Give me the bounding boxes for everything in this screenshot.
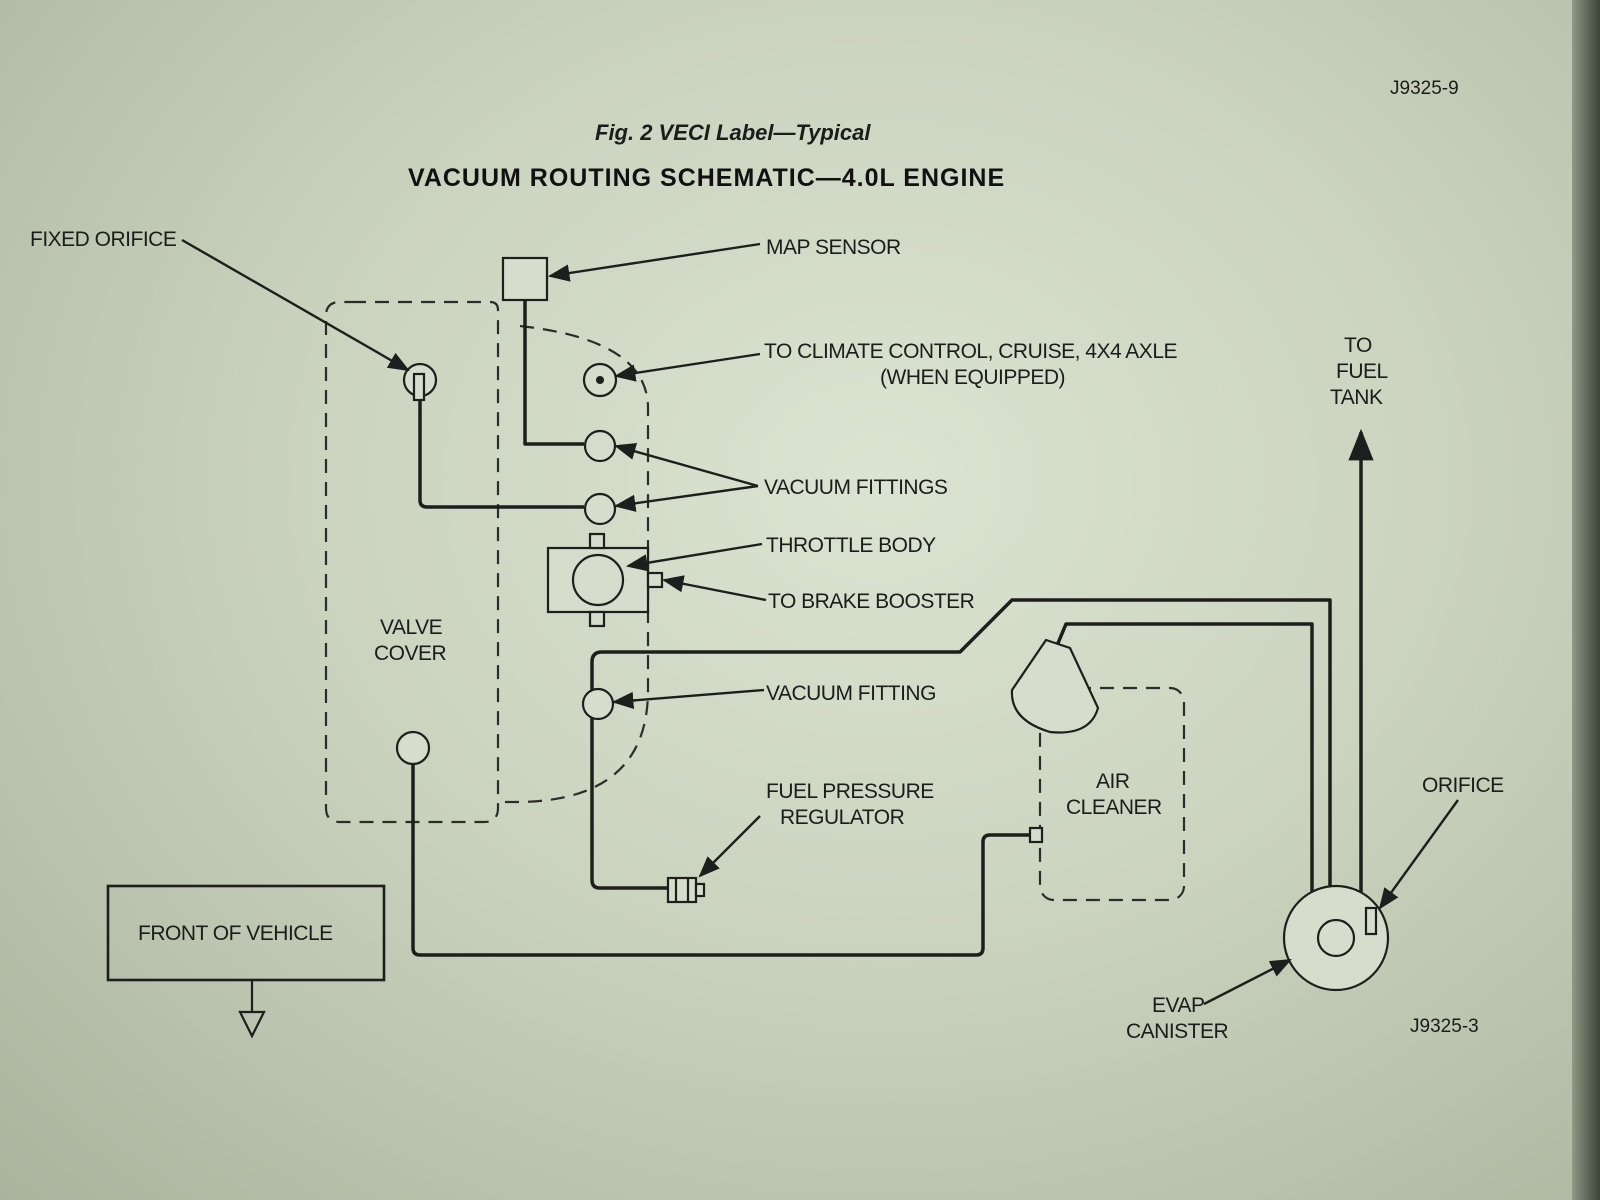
front-arrow-icon [238, 1010, 266, 1039]
vacuum-fitting-upper [583, 429, 617, 463]
air-cleaner-inlet [1010, 638, 1100, 734]
fixed-orifice [412, 372, 426, 402]
label-to-fuel-tank-1: TO [1344, 334, 1372, 357]
leader-evap-canister [1203, 958, 1292, 1006]
throttle-body-bottom-port [588, 610, 606, 628]
leader-map-sensor [547, 242, 761, 282]
leader-throttle-body [625, 542, 763, 572]
label-valve-cover-2: COVER [374, 642, 447, 665]
label-fuel-pressure-1: FUEL PRESSURE [766, 780, 934, 803]
figure-ref-top: J9325-9 [1390, 78, 1459, 99]
leader-climate-control [613, 352, 761, 382]
orifice-to-fitting-hose [418, 396, 584, 509]
page-edge-shadow [1572, 0, 1600, 1200]
leader-orifice [1378, 799, 1459, 910]
leader-fuel-pressure-regulator [698, 815, 761, 878]
label-climate-control: TO CLIMATE CONTROL, CRUISE, 4X4 AXLE [764, 340, 1177, 363]
label-fuel-pressure-2: REGULATOR [780, 806, 905, 829]
front-of-vehicle-box [106, 884, 386, 982]
valve-cover-fitting [395, 730, 431, 766]
label-throttle-body: THROTTLE BODY [766, 534, 936, 557]
leader-brake-booster [661, 575, 767, 602]
label-map-sensor: MAP SENSOR [766, 236, 901, 259]
valve-cover-to-air-cleaner-hose [411, 764, 1036, 957]
intake-plenum-outline [500, 324, 650, 804]
label-fixed-orifice: FIXED ORIFICE [30, 228, 177, 251]
label-brake-booster: TO BRAKE BOOSTER [768, 590, 975, 613]
air-cleaner-port [1028, 826, 1044, 844]
climate-control-port [596, 376, 604, 384]
leader-fixed-orifice [181, 238, 410, 372]
label-valve-cover-1: VALVE [380, 616, 443, 639]
label-when-equipped: (WHEN EQUIPPED) [880, 366, 1065, 389]
map-sensor [501, 256, 549, 302]
air-cleaner-purge-hose [1054, 622, 1314, 900]
fuel-pressure-regulator [666, 876, 698, 904]
figure-caption: Fig. 2 VECI Label—Typical [595, 120, 871, 145]
fuel-regulator-hose [590, 598, 1332, 900]
schematic-title: VACUUM ROUTING SCHEMATIC—4.0L ENGINE [408, 164, 1005, 192]
map-sensor-hose [523, 300, 584, 446]
regulator-nipple [694, 882, 706, 898]
vacuum-fitting-lower [583, 492, 617, 526]
label-vacuum-fittings: VACUUM FITTINGS [764, 476, 948, 499]
figure-ref-bottom: J9325-3 [1410, 1016, 1479, 1037]
label-vacuum-fitting: VACUUM FITTING [766, 682, 936, 705]
label-orifice: ORIFICE [1422, 774, 1504, 797]
leader-vacuum-fittings-upper [613, 442, 759, 488]
label-air-cleaner-1: AIR [1096, 770, 1130, 793]
leader-vacuum-fitting [611, 688, 765, 710]
label-air-cleaner-2: CLEANER [1066, 796, 1162, 819]
evap-canister-center [1316, 918, 1356, 958]
brake-booster-port [646, 571, 664, 589]
leader-vacuum-fittings-lower [613, 484, 759, 512]
label-evap-2: CANISTER [1126, 1020, 1229, 1043]
throttle-bore [571, 553, 625, 607]
label-to-fuel-tank-2: FUEL [1336, 360, 1388, 383]
label-to-fuel-tank-3: TANK [1330, 386, 1383, 409]
label-evap-1: EVAP [1152, 994, 1204, 1017]
evap-orifice [1364, 906, 1378, 936]
air-cleaner-outline [1038, 686, 1186, 902]
vacuum-fitting-single [581, 687, 615, 721]
throttle-body-top-port [588, 532, 606, 550]
label-front-of-vehicle: FRONT OF VEHICLE [138, 922, 333, 945]
